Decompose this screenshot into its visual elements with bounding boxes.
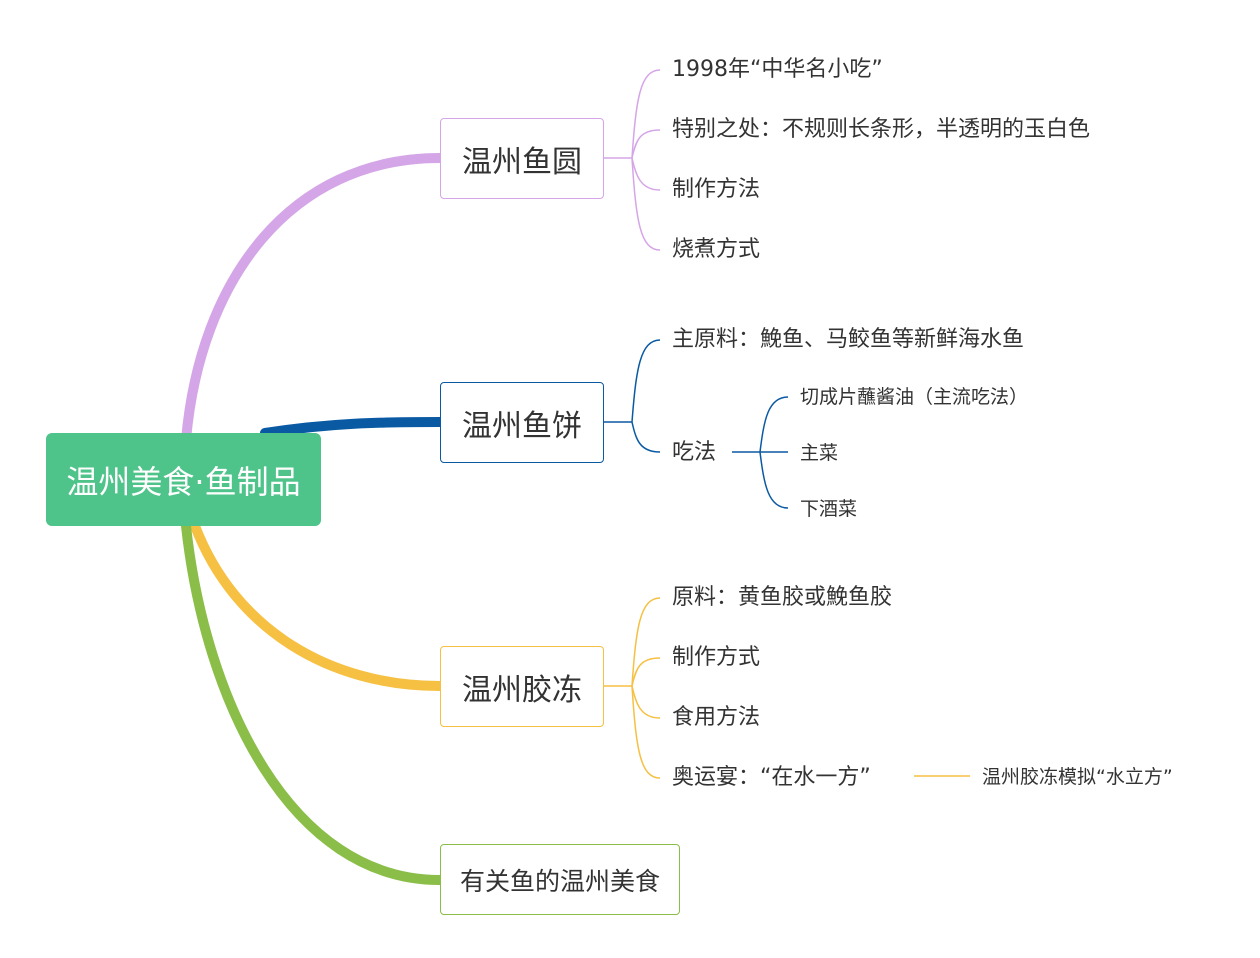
topic-fish-ball[interactable]: 温州鱼圆: [440, 118, 604, 199]
leaf-fish-cake-ingredients[interactable]: 主原料：鮸鱼、马鲛鱼等新鲜海水鱼: [672, 327, 1025, 352]
leaf-fish-ball-feature[interactable]: 特别之处：不规则长条形，半透明的玉白色: [672, 117, 1091, 142]
leaf-fish-jelly-ingredients[interactable]: 原料：黄鱼胶或鮸鱼胶: [672, 585, 893, 610]
topic-fish-cake[interactable]: 温州鱼饼: [440, 382, 604, 463]
leaf-fish-jelly-method[interactable]: 制作方式: [672, 645, 761, 670]
root-topic[interactable]: 温州美食·鱼制品: [46, 433, 321, 526]
connector-fish-jelly-children: [604, 597, 970, 779]
connector-fish-cake-children: [604, 339, 789, 509]
connector-root-to-fish-cake: [260, 417, 445, 438]
topic-fish-jelly[interactable]: 温州胶冻: [440, 646, 604, 727]
connector-root-to-related-food: [181, 521, 445, 885]
connector-fish-ball-children: [604, 69, 661, 251]
topic-related-fish-food[interactable]: 有关鱼的温州美食: [440, 844, 680, 915]
connector-root-to-fish-jelly: [190, 521, 445, 691]
leaf-fish-jelly-serving[interactable]: 食用方法: [672, 705, 761, 730]
leaf-eat-main[interactable]: 主菜: [800, 442, 839, 464]
leaf-fish-ball-method[interactable]: 制作方法: [672, 177, 761, 202]
leaf-fish-ball-award[interactable]: 1998年“中华名小吃”: [672, 57, 883, 82]
leaf-olympic-note[interactable]: 温州胶冻模拟“水立方”: [982, 766, 1173, 788]
leaf-fish-jelly-olympic[interactable]: 奥运宴：“在水一方”: [672, 765, 871, 790]
leaf-eat-slices[interactable]: 切成片蘸酱油（主流吃法）: [800, 386, 1029, 408]
leaf-fish-ball-cooking[interactable]: 烧煮方式: [672, 237, 761, 262]
leaf-eat-with-wine[interactable]: 下酒菜: [800, 498, 858, 520]
leaf-fish-cake-eating[interactable]: 吃法: [672, 440, 717, 465]
connector-root-to-fish-ball: [181, 153, 445, 445]
